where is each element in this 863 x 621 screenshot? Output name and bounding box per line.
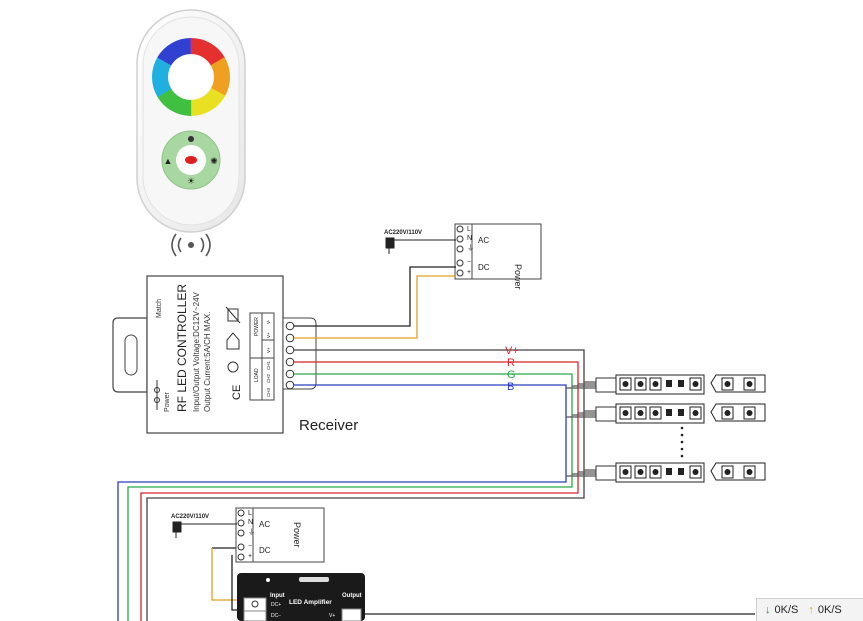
psu-title: Power	[513, 264, 523, 290]
rf-led-controller: RF LED CONTROLLER Input/Output Voltage:D…	[112, 275, 317, 434]
amplifier-input-label: Input	[270, 593, 285, 599]
psu-pin-label: +	[467, 269, 471, 276]
psu-pin-label: L	[467, 226, 471, 233]
psu-ac-label: AC	[259, 520, 270, 529]
terminal-block-labels: POWER LOAD V- V+ V+ CH1 CH2 CH3	[249, 312, 275, 401]
upload-rate: 0K/S	[817, 604, 842, 616]
psu-title: Power	[292, 522, 302, 548]
terminal-load-label: LOAD	[254, 368, 260, 382]
terminal-label: CH2	[266, 374, 271, 383]
rf-signal-icon	[171, 233, 211, 257]
wire-label-vplus: V+	[505, 345, 519, 357]
psu-ac-label: AC	[478, 236, 489, 245]
psu-pin-label: −	[467, 259, 471, 266]
controller-screw-terminals	[282, 317, 317, 390]
led-strip	[595, 462, 766, 483]
controller-spec-current: Output Current:5A/CH MAX.	[203, 312, 212, 412]
controller-title: RF LED CONTROLLER	[175, 284, 189, 412]
warning-icon	[227, 361, 239, 373]
power-supply-bottom: L N ⏚ − + AC DC Power	[235, 507, 325, 563]
terminal-power-label: POWER	[254, 317, 260, 336]
wire-label-b: B	[507, 381, 514, 393]
download-status-bar: ↓ 0K/S ↑ 0K/S	[756, 598, 863, 621]
psu-pin-label: ⏚	[248, 528, 255, 536]
amplifier-dcminus-label: DC−	[271, 613, 281, 619]
plug-icon	[385, 237, 456, 254]
terminal-label: V+	[266, 347, 271, 353]
psu-pin-label: N	[467, 235, 472, 242]
mains-label-bottom: AC220V/110V	[171, 514, 209, 520]
led-amplifier: Input Output LED Amplifier DC+ DC− V+	[237, 573, 365, 621]
power-supply-top: L N ⏚ − + AC DC Power	[454, 223, 542, 290]
plug-icon	[172, 521, 237, 538]
amplifier-output-label: Output	[342, 593, 362, 599]
remote-button-pad: ☀ ▲ ✺	[161, 130, 221, 190]
led-strip	[595, 374, 766, 395]
speed-icon: ✺	[210, 156, 218, 166]
psu-dc-label: DC	[259, 546, 271, 555]
amplifier-dcplus-label: DC+	[271, 602, 281, 608]
psu-pin-label: ⏚	[467, 244, 474, 252]
psu-dc-label: DC	[478, 263, 490, 272]
wire-label-r: R	[507, 357, 515, 369]
receiver-label: Receiver	[299, 417, 358, 434]
terminal-label: V+	[266, 332, 271, 338]
amplifier-title: LED Amplifier	[289, 599, 332, 606]
psu-pin-label: +	[248, 553, 252, 560]
power-icon	[185, 156, 197, 164]
rf-remote: ☀ ▲ ✺	[136, 9, 246, 233]
terminal-label: V-	[266, 319, 271, 324]
psu-pin-label: N	[248, 519, 253, 526]
psu-pin-label: −	[248, 543, 252, 550]
mains-label-top: AC220V/110V	[384, 230, 422, 236]
download-arrow-icon: ↓	[765, 604, 771, 616]
color-wheel	[152, 38, 230, 116]
psu-pin-label: L	[248, 510, 252, 517]
wire-label-g: G	[507, 369, 516, 381]
match-label: Match	[156, 299, 163, 318]
lamp-icon	[188, 136, 194, 142]
download-rate: 0K/S	[774, 604, 799, 616]
recycle-bin-icon	[225, 306, 241, 324]
amplifier-vplus-label: V+	[329, 613, 335, 619]
continuation-dots	[680, 426, 684, 458]
brightness-icon: ☀	[187, 176, 195, 186]
ce-mark: CE	[231, 385, 243, 400]
mode-icon: ▲	[164, 156, 173, 166]
dc-jack-icon	[154, 380, 160, 410]
upload-arrow-icon: ↑	[808, 604, 814, 616]
house-icon	[226, 332, 240, 350]
terminal-label: CH3	[266, 388, 271, 397]
power-label: Power	[164, 391, 171, 412]
led-strip	[595, 403, 766, 424]
terminal-label: CH1	[266, 361, 271, 370]
controller-spec-voltage: Input/Output Voltage:DC12V~24V	[192, 291, 201, 412]
